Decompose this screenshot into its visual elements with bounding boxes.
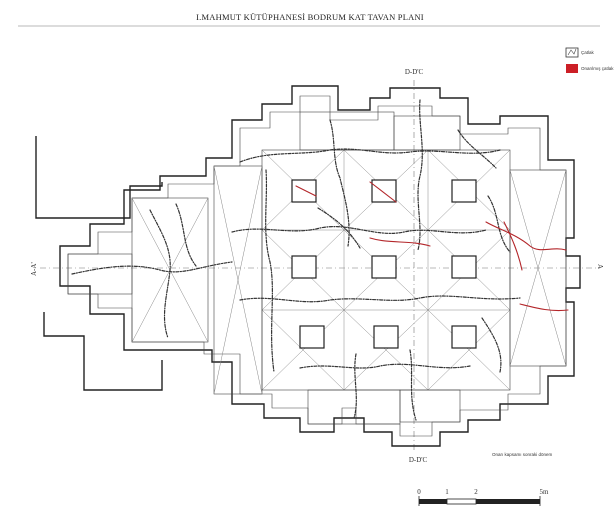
piers	[291, 179, 477, 349]
crack-line	[317, 207, 361, 249]
legend-swatch-crack	[565, 47, 579, 58]
repaired-crack	[519, 303, 569, 312]
pier	[299, 325, 325, 349]
crack-line	[487, 195, 511, 253]
pier	[451, 179, 477, 203]
crack-line	[231, 226, 487, 234]
legend-label-repaired: Onarılmış çatlak	[581, 66, 614, 71]
scale-segment	[446, 498, 477, 505]
legend-swatch-repaired	[566, 64, 578, 73]
scale-bar: 0 1 2 5m	[417, 488, 549, 506]
section-label-top: D-D'C	[405, 68, 424, 76]
crack-line	[265, 169, 275, 373]
legend-label-crack: Çatlak	[581, 50, 595, 55]
top-bay	[393, 115, 461, 151]
crack-line	[481, 317, 502, 373]
repaired-crack	[369, 237, 431, 247]
top-bay	[299, 111, 395, 151]
repaired-crack	[295, 185, 317, 197]
section-label-right: A	[596, 264, 604, 269]
crack-line	[175, 203, 197, 267]
pier	[451, 255, 477, 279]
section-label-left: A-A'	[30, 262, 38, 276]
repaired-crack	[485, 221, 567, 251]
plan-title: I.MAHMUT KÜTÜPHANESİ BODRUM KAT TAVAN PL…	[196, 12, 424, 22]
bottom-bay	[399, 389, 461, 423]
left-niche	[67, 253, 133, 295]
pier	[371, 255, 397, 279]
crack-line	[239, 148, 501, 163]
outer-wall-lower-left	[43, 312, 163, 391]
scale-tick-5m: 5m	[540, 488, 550, 496]
pier	[371, 179, 397, 203]
pier	[451, 325, 477, 349]
repaired-cracks	[295, 181, 569, 312]
plan-note: Onarı kapsamı sonraki dönem	[492, 452, 553, 457]
crack-line	[457, 129, 497, 169]
crack-line	[149, 209, 171, 339]
pier	[373, 325, 399, 349]
bottom-bay	[307, 389, 401, 425]
outer-wall-upper-left	[35, 136, 163, 219]
cracks	[231, 99, 521, 421]
repaired-crack	[369, 181, 397, 203]
scale-segment	[476, 499, 540, 504]
crack-line	[71, 261, 233, 275]
left-wing	[67, 197, 233, 343]
crack-line	[417, 99, 423, 251]
right-bay	[509, 169, 567, 367]
crack-line	[239, 295, 521, 303]
scale-tick-1: 1	[445, 488, 449, 496]
scale-segment	[419, 499, 447, 504]
crack-line	[409, 349, 417, 421]
crack-line	[353, 353, 357, 419]
building-inner-outline	[67, 95, 567, 437]
legend-crack-icon	[567, 48, 577, 56]
scale-tick-0: 0	[417, 488, 421, 496]
pier	[291, 179, 317, 203]
crack-line	[329, 119, 350, 247]
crack-line	[299, 363, 471, 369]
legend: Çatlak Onarılmış çatlak	[565, 47, 614, 73]
left-bay	[213, 165, 263, 395]
building-outline	[59, 85, 581, 447]
scale-tick-2: 2	[474, 488, 478, 496]
repaired-crack	[503, 221, 523, 271]
pier	[291, 255, 317, 279]
section-label-bottom: D-D'C	[409, 456, 428, 464]
